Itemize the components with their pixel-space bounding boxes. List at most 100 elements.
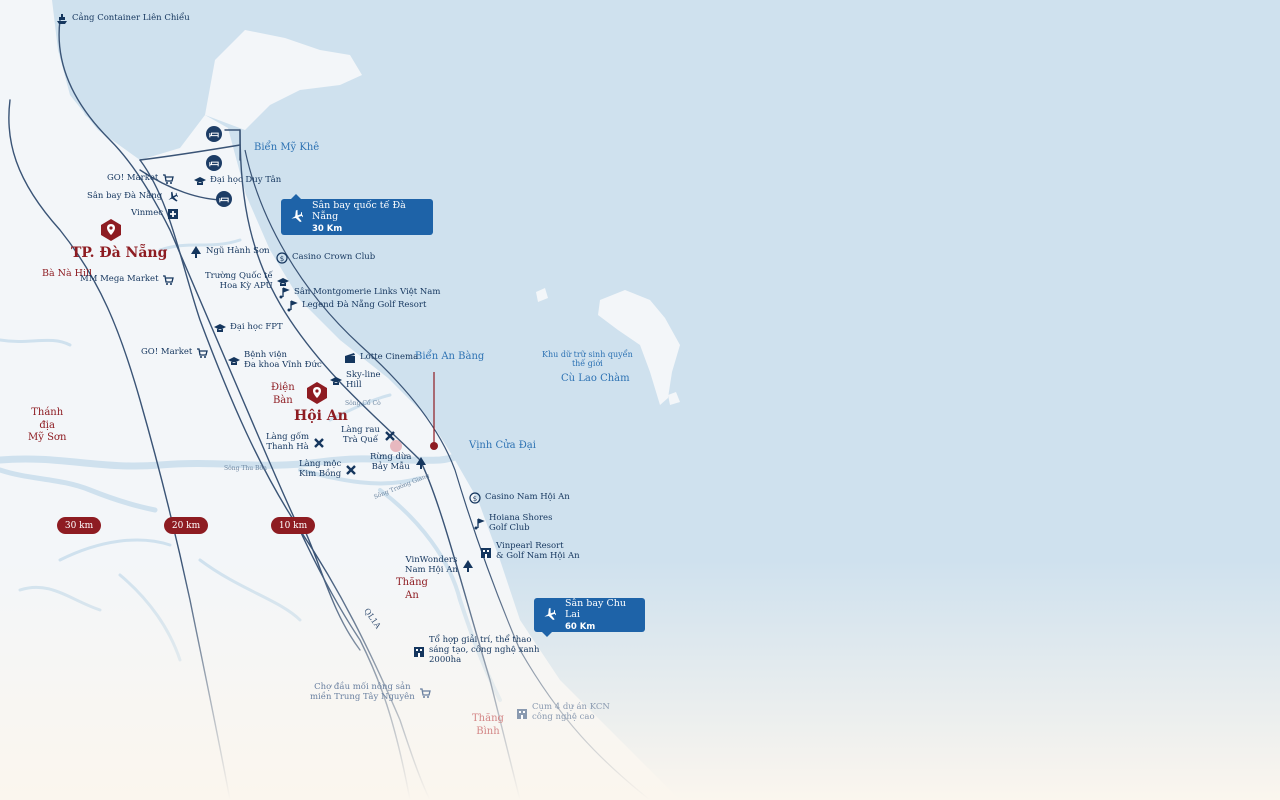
poi-vinpearl[interactable]: Vinpearl Resort & Golf Nam Hội An	[480, 541, 580, 562]
small-island	[668, 392, 680, 405]
airport-distance: 30 Km	[312, 224, 343, 234]
graduation-icon	[214, 322, 226, 334]
city-marker-icon[interactable]	[306, 382, 328, 404]
place-my-son: Thánh địa Mỹ Sơn	[28, 407, 67, 443]
poi-label: GO! Market	[107, 173, 159, 184]
poi-label: Làng gốm Thanh Hà	[266, 432, 310, 452]
airport-name: Sân bay Chu Lai	[565, 598, 626, 620]
river-label-co-co: Sông Cổ Cò	[345, 400, 381, 407]
cu-lao-cham-name: Cù Lao Chàm	[561, 373, 630, 384]
plane-icon	[289, 208, 304, 227]
poi-montgomerie[interactable]: Sân Montgomerie Links Việt Nam	[278, 287, 440, 299]
poi-vinmec[interactable]: Vinmec	[131, 208, 179, 220]
tree-icon	[415, 456, 427, 469]
port-lien-chieu[interactable]: Cảng Container Liên Chiểu	[56, 13, 190, 25]
cart-icon	[162, 173, 175, 185]
poi-mm-mega[interactable]: MM Mega Market	[80, 274, 175, 286]
poi-kim-bong[interactable]: Làng mộc Kim Bồng	[299, 459, 357, 480]
graduation-icon	[228, 355, 240, 367]
sea-label-my-khe: Biển Mỹ Khê	[254, 142, 320, 153]
poi-label: Sân bay Đà Nẵng	[87, 191, 163, 202]
poi-label: Tổ hợp giải trí, thể thao sáng tạo, công…	[429, 635, 540, 665]
poi-casino-nam-hoi-an[interactable]: $ Casino Nam Hội An	[469, 492, 570, 504]
son-tra-peninsula	[205, 30, 362, 130]
river-label-thu-bon: Sông Thu Bồn	[224, 465, 267, 472]
poi-label: Casino Nam Hội An	[485, 492, 570, 503]
poi-label: Casino Crown Club	[292, 252, 376, 263]
golf-icon	[473, 518, 485, 530]
poi-label: Hoiana Shores Golf Club	[489, 513, 553, 533]
place-dien-ban: Điện Bàn	[271, 382, 295, 406]
poi-label: Đại học FPT	[230, 322, 283, 333]
poi-casino-crown[interactable]: $ Casino Crown Club	[276, 252, 375, 264]
poi-vinwonders[interactable]: VinWonders Nam Hội An	[405, 555, 474, 576]
building-icon	[413, 645, 425, 657]
da-nang-bay	[65, 25, 200, 150]
plane-icon	[166, 191, 179, 203]
sea-label-cua-dai: Vịnh Cửa Đại	[469, 440, 536, 451]
poi-go-market-2[interactable]: GO! Market	[141, 347, 209, 359]
poi-label: MM Mega Market	[80, 274, 159, 285]
port-label: Cảng Container Liên Chiểu	[72, 13, 190, 24]
poi-ngu-hanh-son[interactable]: Ngũ Hành Sơn	[190, 246, 270, 258]
bed-icon[interactable]	[206, 126, 222, 142]
tree-icon	[462, 559, 474, 572]
bed-icon[interactable]	[216, 191, 232, 207]
building-icon	[516, 707, 528, 719]
poi-duy-tan[interactable]: Đại học Duy Tân	[194, 175, 281, 187]
distance-badge-30: 30 km	[57, 517, 101, 534]
golf-icon	[286, 300, 298, 312]
poi-label: Cụm 4 dự án KCN công nghệ cao	[532, 702, 610, 722]
city-label-hoi-an: Hội An	[294, 408, 348, 424]
poi-label: Sân Montgomerie Links Việt Nam	[294, 287, 441, 298]
poi-lotte[interactable]: Lotte Cinema	[344, 352, 418, 364]
poi-apu[interactable]: Trường Quốc tế Hoa Kỳ APU	[205, 271, 289, 292]
airport-distance: 60 Km	[565, 622, 596, 632]
poi-to-hop[interactable]: Tổ hợp giải trí, thể thao sáng tạo, công…	[413, 635, 540, 665]
poi-thanh-ha[interactable]: Làng gốm Thanh Hà	[266, 432, 325, 453]
poi-label: Rừng dừa Bảy Mẫu	[370, 452, 412, 472]
city-label-da-nang: TP. Đà Nẵng	[71, 245, 168, 261]
poi-fpt[interactable]: Đại học FPT	[214, 322, 283, 334]
cinema-icon	[344, 352, 356, 364]
poi-bay-mau[interactable]: Rừng dừa Bảy Mẫu	[370, 452, 427, 473]
poi-go-market-1[interactable]: GO! Market	[107, 173, 175, 185]
poi-cum-kcn[interactable]: Cụm 4 dự án KCN công nghệ cao	[516, 702, 610, 723]
place-thang-binh: Thăng Bình	[472, 713, 504, 737]
golf-icon	[278, 287, 290, 299]
graduation-icon	[330, 375, 342, 387]
place-thang-an: Thăng An	[396, 577, 428, 601]
poi-hoiana[interactable]: Hoiana Shores Golf Club	[473, 513, 553, 534]
poi-da-nang-airport[interactable]: Sân bay Đà Nẵng	[87, 191, 179, 203]
svg-text:$: $	[473, 495, 477, 503]
sea-label-an-bang: Biển An Bàng	[415, 351, 485, 362]
poi-skyline[interactable]: Sky-line Hill	[330, 370, 381, 391]
ship-icon	[56, 13, 68, 25]
place-ba-na: Bà Nà Hill	[42, 268, 93, 279]
airport-callout-chu-lai[interactable]: Sân bay Chu Lai 60 Km	[534, 598, 645, 637]
poi-label: Làng rau Trà Quế	[341, 425, 380, 445]
building-icon	[480, 546, 492, 558]
poi-label: Đại học Duy Tân	[210, 175, 282, 186]
poi-label: Lotte Cinema	[360, 352, 419, 363]
small-island	[536, 288, 548, 302]
city-marker-icon[interactable]	[100, 219, 122, 241]
bed-icon[interactable]	[206, 155, 222, 171]
poi-tra-que[interactable]: Làng rau Trà Quế	[341, 425, 396, 446]
poi-cho-dau-moi[interactable]: Chợ đầu mối nông sản miền Trung Tây Nguy…	[310, 682, 431, 703]
distance-badge-20: 20 km	[164, 517, 208, 534]
poi-label: VinWonders Nam Hội An	[405, 555, 458, 575]
poi-label: Chợ đầu mối nông sản miền Trung Tây Nguy…	[310, 682, 415, 702]
distance-badge-10: 10 km	[271, 517, 315, 534]
poi-label: GO! Market	[141, 347, 193, 358]
poi-legend-golf[interactable]: Legend Đà Nẵng Golf Resort	[286, 300, 426, 312]
cart-icon	[419, 687, 431, 699]
poi-label: Bệnh viện Đa khoa Vĩnh Đức	[244, 350, 322, 370]
casino-icon: $	[276, 252, 288, 264]
poi-vinh-duc[interactable]: Bệnh viện Đa khoa Vĩnh Đức	[228, 350, 322, 371]
poi-label: Trường Quốc tế Hoa Kỳ APU	[205, 271, 273, 291]
plane-icon	[542, 606, 557, 625]
poi-label: Ngũ Hành Sơn	[206, 246, 270, 257]
